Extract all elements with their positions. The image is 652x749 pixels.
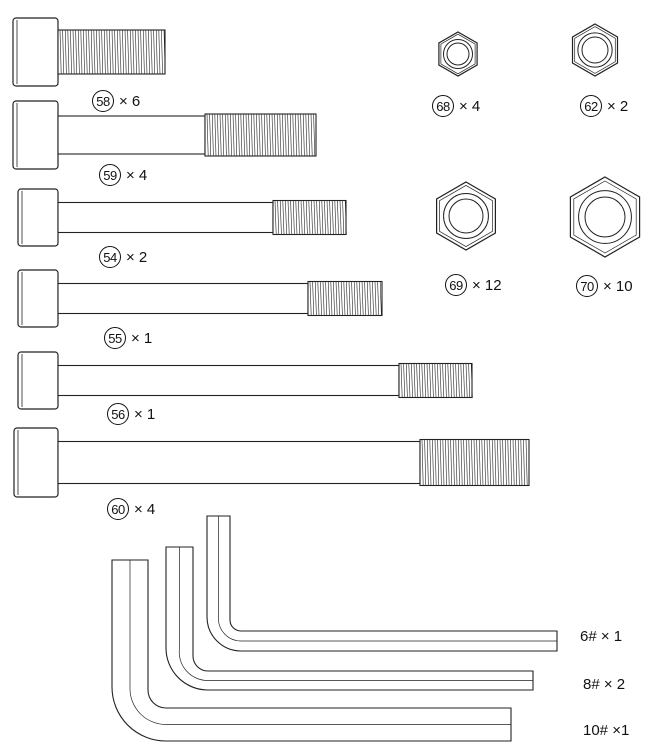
nut-70-label: 70 × 10 [576, 275, 633, 297]
bolt-58-label: 58 × 6 [92, 90, 140, 112]
part-number-badge: 60 [107, 498, 129, 520]
bolt-59-label: 59 × 4 [99, 164, 147, 186]
hex-key-6 [206, 515, 558, 652]
nut-62 [571, 23, 619, 77]
part-quantity: × 6 [119, 92, 141, 110]
bolt-54-label: 54 × 2 [99, 246, 147, 268]
bolt-55 [17, 269, 383, 328]
part-number-badge: 58 [92, 90, 114, 112]
part-number-badge: 55 [104, 327, 126, 349]
bolt-60 [13, 427, 530, 498]
part-quantity: × 1 [131, 329, 153, 347]
bolt-56-label: 56 × 1 [107, 403, 155, 425]
part-number-badge: 56 [107, 403, 129, 425]
part-quantity: × 1 [134, 405, 156, 423]
part-quantity: × 2 [607, 97, 629, 115]
part-quantity: × 10 [603, 277, 633, 295]
part-quantity: × 12 [472, 276, 502, 294]
bolt-59 [12, 100, 317, 170]
part-number-badge: 70 [576, 275, 598, 297]
part-number-badge: 69 [445, 274, 467, 296]
part-number-badge: 59 [99, 164, 121, 186]
part-number-badge: 68 [432, 95, 454, 117]
bolt-55-label: 55 × 1 [104, 327, 152, 349]
nut-69-label: 69 × 12 [445, 274, 502, 296]
nut-69 [436, 181, 496, 251]
bolt-56 [17, 351, 473, 410]
bolt-58 [12, 17, 166, 87]
wrench-10-label: 10# ×1 [583, 722, 630, 739]
part-number-badge: 54 [99, 246, 121, 268]
part-quantity: × 2 [126, 248, 148, 266]
bolt-54 [17, 188, 347, 247]
wrench-8-label: 8# × 2 [583, 676, 626, 693]
bolt-60-label: 60 × 4 [107, 498, 155, 520]
nut-70 [569, 176, 641, 258]
hex-key-10 [111, 559, 512, 742]
part-number-badge: 62 [580, 95, 602, 117]
nut-68-label: 68 × 4 [432, 95, 480, 117]
nut-68 [438, 31, 478, 77]
part-quantity: × 4 [459, 97, 481, 115]
hex-key-8 [165, 546, 534, 691]
part-quantity: × 4 [126, 166, 148, 184]
part-quantity: × 4 [134, 500, 156, 518]
nut-62-label: 62 × 2 [580, 95, 628, 117]
wrench-6-label: 6# × 1 [580, 628, 623, 645]
